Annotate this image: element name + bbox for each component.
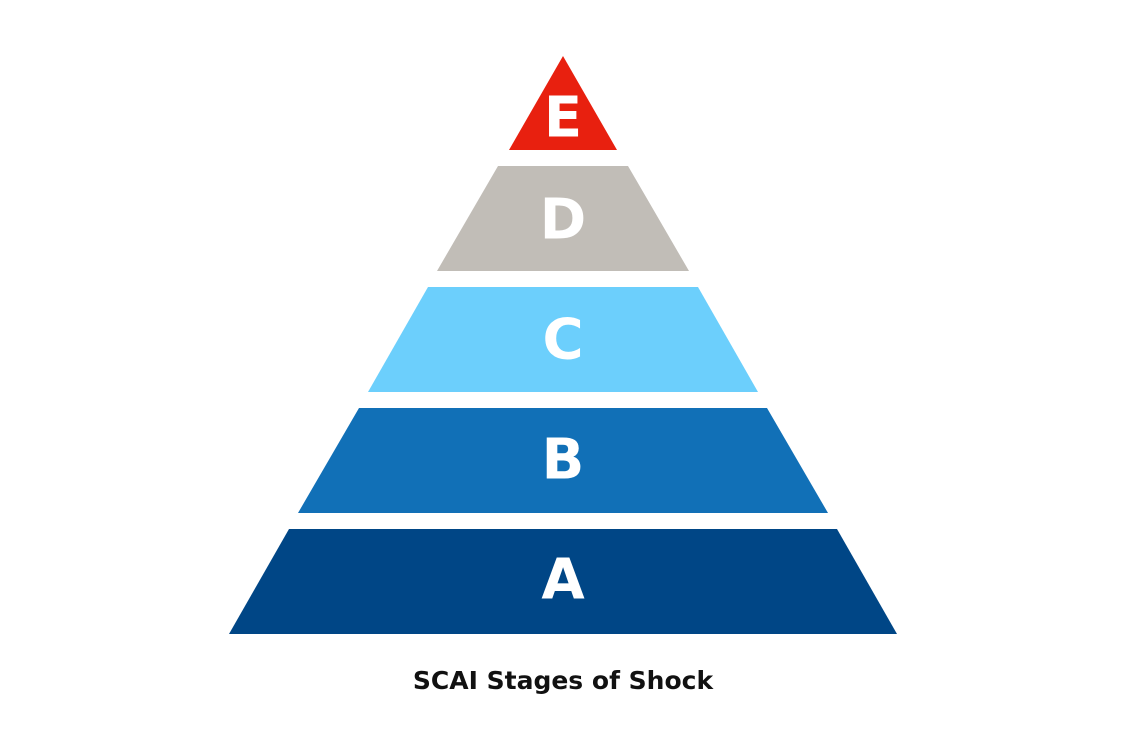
- tier-d-shape: [437, 166, 689, 271]
- tier-c-letter: C: [542, 308, 583, 373]
- pyramid-tier-b: B: [298, 408, 828, 513]
- pyramid-tier-c: C: [368, 287, 758, 392]
- tier-d-letter: D: [540, 188, 586, 253]
- pyramid-tier-a: A: [229, 529, 897, 634]
- tier-a-shape: [229, 529, 897, 634]
- tier-e-shape: [509, 56, 617, 150]
- tier-a-letter: A: [541, 548, 585, 613]
- tier-b-letter: B: [542, 428, 585, 493]
- tier-b-shape: [298, 408, 828, 513]
- pyramid-tier-d: D: [437, 166, 689, 271]
- tier-e-letter: E: [544, 86, 582, 151]
- pyramid-tier-e: E: [509, 56, 617, 151]
- tier-c-shape: [368, 287, 758, 392]
- diagram-caption: SCAI Stages of Shock: [412, 666, 714, 695]
